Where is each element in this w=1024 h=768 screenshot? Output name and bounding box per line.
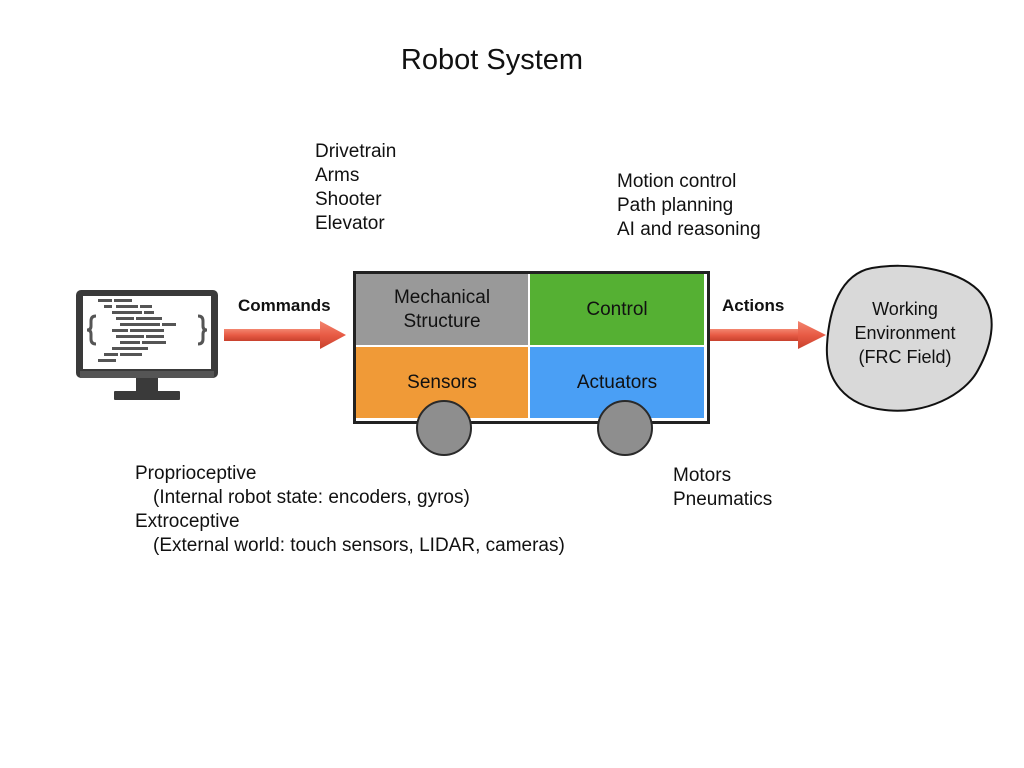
extroceptive-label: Extroceptive	[135, 511, 240, 532]
mechanism-item: Drivetrain	[315, 141, 397, 162]
extroceptive-description: (External world: touch sensors, LIDAR, c…	[153, 535, 565, 556]
working-environment-shape	[825, 264, 993, 412]
mechanism-item: Shooter	[315, 189, 382, 210]
sensor-types-text: Proprioceptive (Internal robot state: en…	[135, 462, 565, 558]
mechanism-item: Arms	[315, 165, 360, 186]
actuator-type-item: Pneumatics	[673, 489, 773, 510]
diagram-title: Robot System	[400, 44, 584, 76]
environment-line2: Environment	[854, 323, 956, 343]
actions-label: Actions	[722, 296, 785, 315]
mechanisms-list: Drivetrain Arms Shooter Elevator	[315, 140, 396, 236]
right-wheel	[597, 400, 653, 456]
actuators-label: Actuators	[576, 371, 658, 393]
control-task-item: AI and reasoning	[617, 219, 761, 240]
control-task-item: Path planning	[617, 195, 734, 216]
environment-line3: (FRC Field)	[858, 347, 952, 367]
working-environment-label: Working Environment (FRC Field)	[835, 290, 975, 376]
environment-line1: Working	[872, 299, 938, 319]
control-tasks-list: Motion control Path planning AI and reas…	[617, 170, 761, 242]
computer-code-icon	[76, 290, 218, 400]
commands-arrow	[224, 321, 346, 349]
left-wheel	[416, 400, 472, 456]
commands-label: Commands	[238, 296, 331, 315]
mechanical-structure-block: Mechanical Structure	[356, 274, 528, 345]
actuator-type-item: Motors	[673, 465, 732, 486]
control-task-item: Motion control	[617, 171, 737, 192]
proprioceptive-label: Proprioceptive	[135, 463, 257, 484]
mechanical-label-line1: Mechanical	[393, 286, 491, 308]
control-block: Control	[530, 274, 704, 345]
mechanism-item: Elevator	[315, 213, 385, 234]
sensors-label: Sensors	[407, 371, 477, 393]
proprioceptive-description: (Internal robot state: encoders, gyros)	[153, 487, 470, 508]
control-label: Control	[586, 298, 648, 320]
actions-arrow	[709, 321, 826, 349]
mechanical-label-line2: Structure	[403, 310, 481, 332]
actuator-types-list: Motors Pneumatics	[673, 464, 772, 512]
